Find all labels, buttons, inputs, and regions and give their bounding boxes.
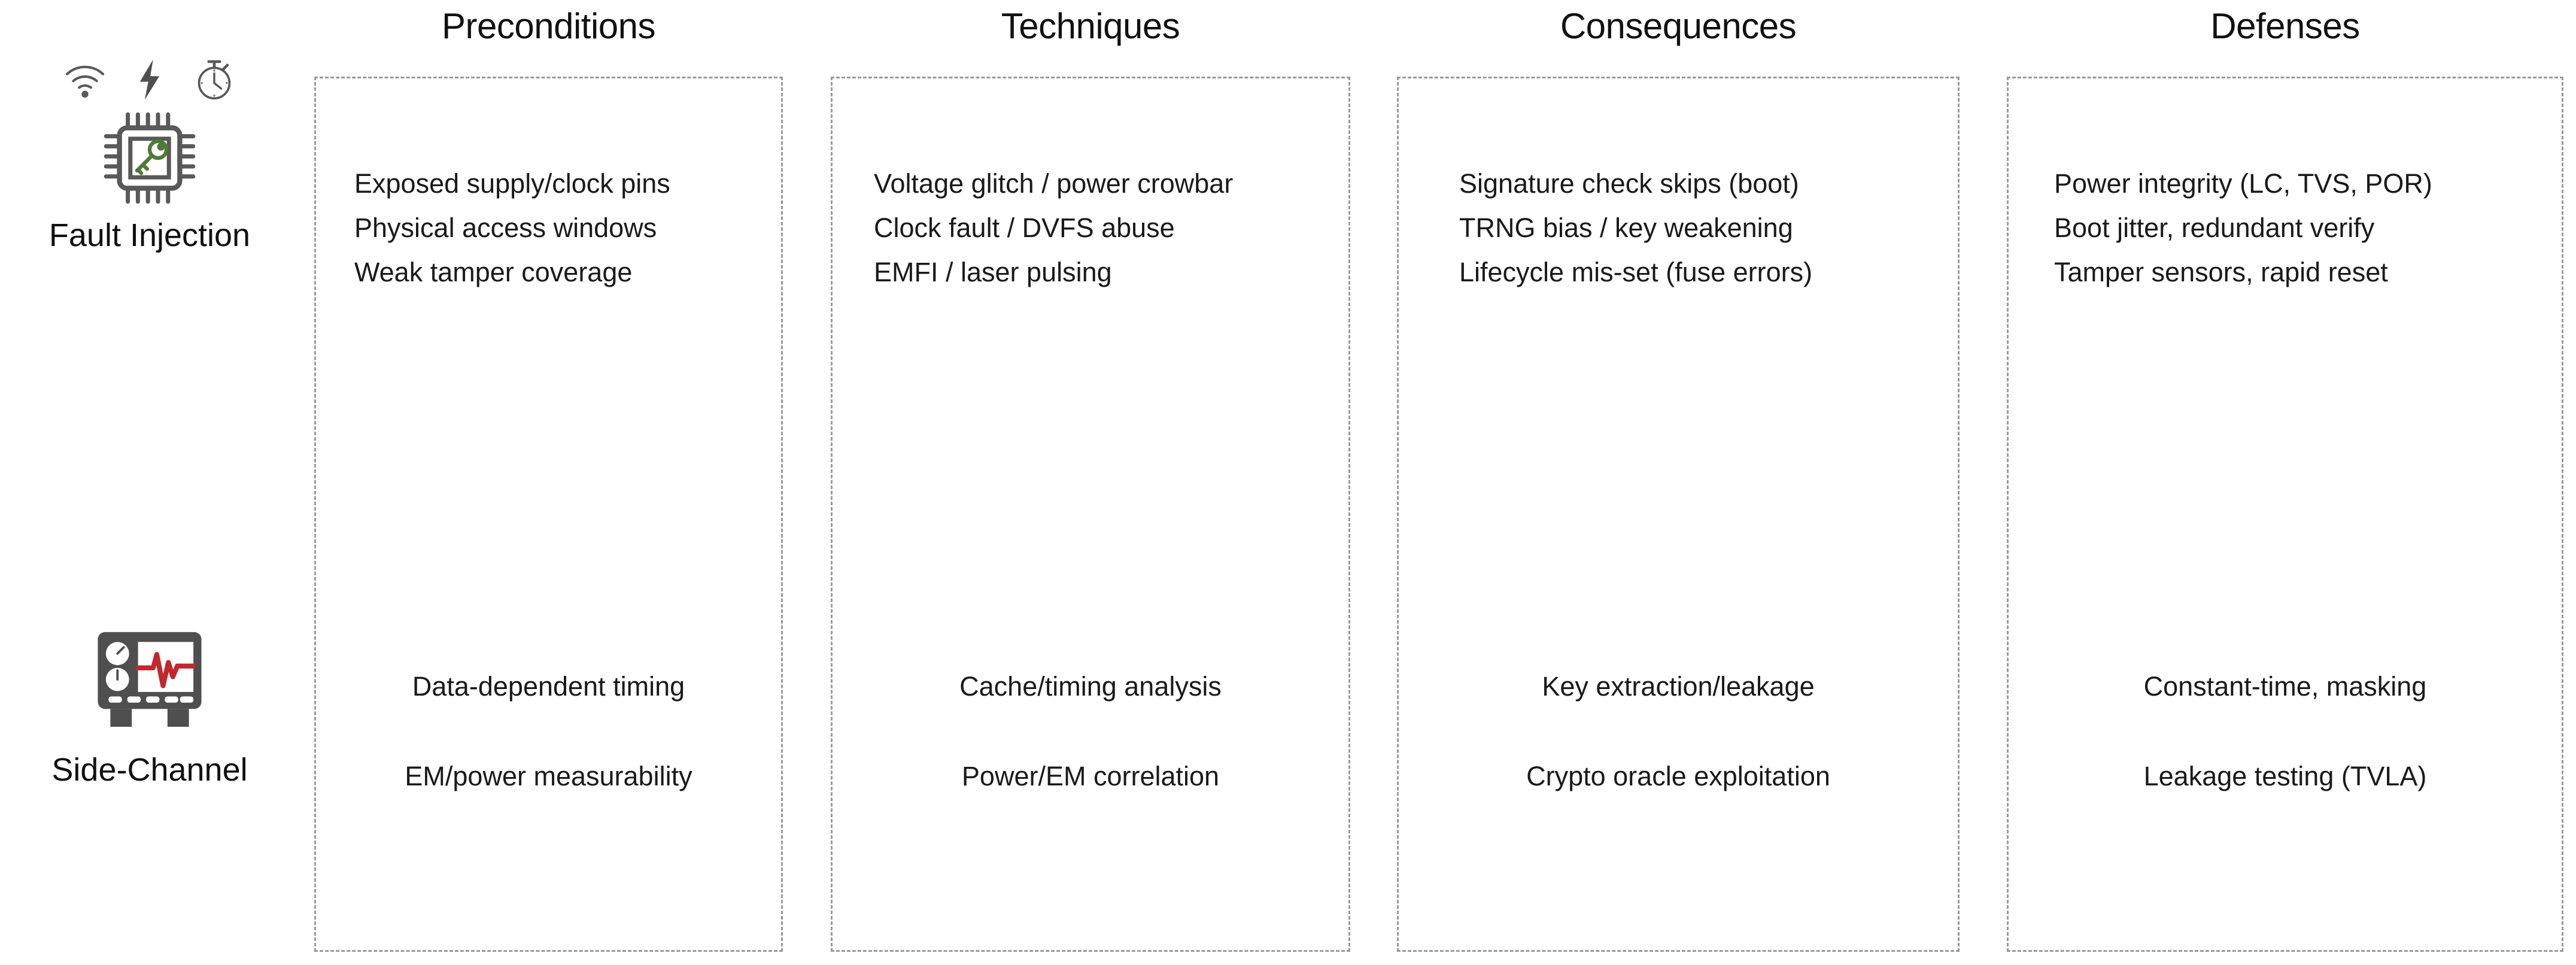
- row-label-side-channel: Side-Channel: [51, 752, 248, 788]
- cell-line: Power integrity (LC, TVS, POR): [2054, 168, 2432, 199]
- cell-line: Data-dependent timing: [412, 671, 685, 702]
- column-box-defenses: [2007, 77, 2563, 952]
- cell-side-channel-defenses: Constant-time, masking Leakage testing (…: [2007, 664, 2563, 799]
- cell-line: EM/power measurability: [405, 761, 692, 791]
- row-rail-fault-injection: Fault Injection: [0, 54, 299, 254]
- cell-line: Boot jitter, redundant verify: [2054, 213, 2375, 243]
- cell-fault-injection-consequences: Signature check skips (boot) TRNG bias /…: [1459, 162, 1812, 295]
- cell-side-channel-preconditions: Data-dependent timing EM/power measurabi…: [314, 664, 783, 799]
- cell-side-channel-techniques: Cache/timing analysis Power/EM correlati…: [831, 664, 1350, 799]
- cell-line: Cache/timing analysis: [959, 671, 1222, 702]
- cell-line: Power/EM correlation: [961, 761, 1220, 791]
- cell-fault-injection-techniques: Voltage glitch / power crowbar Clock fau…: [874, 162, 1233, 295]
- column-header-preconditions: Preconditions: [441, 6, 656, 46]
- cell-line: EMFI / laser pulsing: [874, 257, 1112, 287]
- column-box-consequences: [1397, 77, 1960, 952]
- cell-line: Constant-time, masking: [2143, 671, 2427, 702]
- cell-fault-injection-preconditions: Exposed supply/clock pins Physical acces…: [354, 162, 670, 295]
- cell-line: Crypto oracle exploitation: [1526, 761, 1830, 791]
- column-box-preconditions: [314, 77, 783, 952]
- stopwatch-icon: [192, 57, 236, 102]
- cell-line: Exposed supply/clock pins: [354, 168, 670, 199]
- column-box-techniques: [831, 77, 1350, 952]
- microchip-key-icon: [0, 108, 299, 208]
- cell-line: Lifecycle mis-set (fuse errors): [1459, 257, 1813, 287]
- column-header-consequences: Consequences: [1560, 6, 1797, 46]
- cell-line: Weak tamper coverage: [354, 257, 633, 287]
- column-header-defenses: Defenses: [2210, 6, 2360, 46]
- cell-fault-injection-defenses: Power integrity (LC, TVS, POR) Boot jitt…: [2054, 162, 2432, 295]
- column-header-techniques: Techniques: [1001, 6, 1180, 46]
- lightning-bolt-icon: [127, 57, 172, 102]
- cell-line: Leakage testing (TVLA): [2143, 761, 2427, 791]
- cell-line: TRNG bias / key weakening: [1459, 213, 1793, 243]
- row-rail-side-channel: Side-Channel: [0, 623, 299, 788]
- cell-line: Clock fault / DVFS abuse: [874, 213, 1175, 243]
- row-label-fault-injection: Fault Injection: [48, 217, 251, 253]
- cell-line: Voltage glitch / power crowbar: [874, 168, 1234, 199]
- cell-line: Signature check skips (boot): [1459, 168, 1799, 199]
- cell-line: Tamper sensors, rapid reset: [2054, 257, 2388, 287]
- cell-line: Physical access windows: [354, 213, 657, 243]
- cell-side-channel-consequences: Key extraction/leakage Crypto oracle exp…: [1397, 664, 1960, 799]
- wifi-signal-icon: [63, 57, 107, 102]
- oscilloscope-icon: [0, 625, 299, 736]
- fault-injection-icon-group: [0, 54, 299, 105]
- cell-line: Key extraction/leakage: [1542, 671, 1815, 702]
